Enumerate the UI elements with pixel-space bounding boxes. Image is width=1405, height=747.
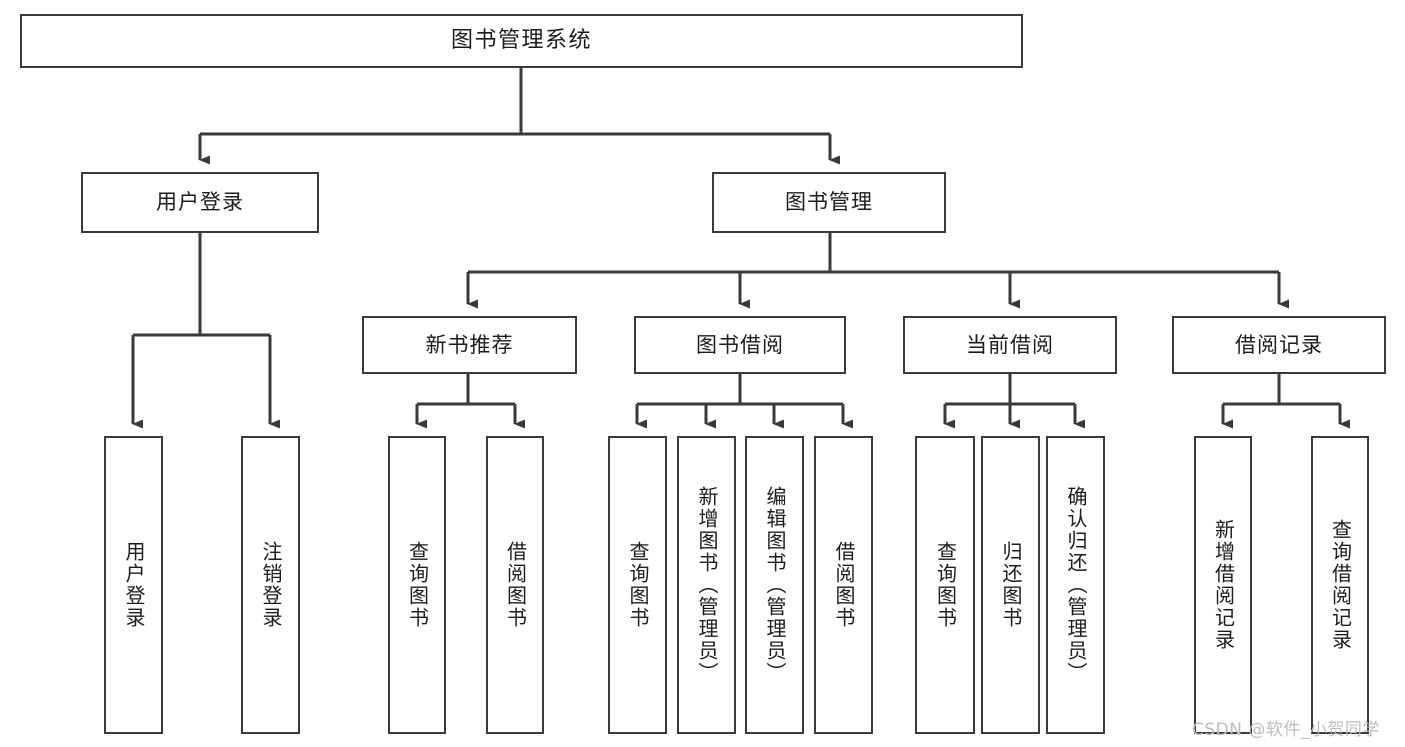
csdn-watermark: CSDN @软件_小贺同学 bbox=[1192, 720, 1380, 740]
leaf-book-borrow-edit-label: 编辑图书（管理员） bbox=[763, 486, 787, 684]
leaf-borrow-record-add-label: 新增借阅记录 bbox=[1211, 519, 1236, 651]
leaf-current-borrow-confirm-label: 确认归还（管理员） bbox=[1064, 486, 1088, 684]
leaf-new-book-borrow-label: 借阅图书 bbox=[503, 541, 528, 629]
node-book-management[interactable]: 图书管理 bbox=[712, 172, 946, 233]
leaf-current-borrow-return-label: 归还图书 bbox=[999, 541, 1023, 629]
node-borrow-record[interactable]: 借阅记录 bbox=[1172, 316, 1386, 374]
leaf-new-book-query-label: 查询图书 bbox=[405, 541, 430, 629]
leaf-new-book-query[interactable]: 查询图书 bbox=[388, 436, 446, 734]
node-new-book-recommend[interactable]: 新书推荐 bbox=[362, 316, 577, 374]
leaf-book-borrow-borrow-label: 借阅图书 bbox=[832, 541, 856, 629]
node-current-borrow-label: 当前借阅 bbox=[966, 332, 1054, 357]
leaf-user-login-login[interactable]: 用户登录 bbox=[104, 436, 163, 734]
leaf-borrow-record-add[interactable]: 新增借阅记录 bbox=[1194, 436, 1252, 734]
leaf-borrow-record-query-label: 查询借阅记录 bbox=[1328, 519, 1353, 651]
node-current-borrow[interactable]: 当前借阅 bbox=[903, 316, 1117, 374]
leaf-book-borrow-edit[interactable]: 编辑图书（管理员） bbox=[745, 436, 804, 734]
node-new-book-recommend-label: 新书推荐 bbox=[425, 332, 514, 357]
leaf-book-borrow-query-label: 查询图书 bbox=[626, 541, 650, 629]
node-book-borrow[interactable]: 图书借阅 bbox=[634, 316, 846, 374]
leaf-current-borrow-confirm[interactable]: 确认归还（管理员） bbox=[1046, 436, 1105, 734]
node-book-management-label: 图书管理 bbox=[785, 190, 873, 215]
node-borrow-record-label: 借阅记录 bbox=[1235, 332, 1323, 357]
leaf-book-borrow-add-label: 新增图书（管理员） bbox=[695, 486, 719, 684]
leaf-current-borrow-query[interactable]: 查询图书 bbox=[915, 436, 975, 734]
leaf-current-borrow-query-label: 查询图书 bbox=[933, 541, 958, 629]
node-root-system[interactable]: 图书管理系统 bbox=[20, 14, 1023, 68]
leaf-book-borrow-borrow[interactable]: 借阅图书 bbox=[814, 436, 873, 734]
leaf-book-borrow-query[interactable]: 查询图书 bbox=[608, 436, 667, 734]
node-root-system-label: 图书管理系统 bbox=[450, 28, 592, 54]
leaf-new-book-borrow[interactable]: 借阅图书 bbox=[486, 436, 544, 734]
leaf-user-login-logout[interactable]: 注销登录 bbox=[241, 436, 300, 734]
leaf-user-login-login-label: 用户登录 bbox=[122, 541, 146, 629]
leaf-current-borrow-return[interactable]: 归还图书 bbox=[981, 436, 1040, 734]
node-book-borrow-label: 图书借阅 bbox=[696, 332, 784, 357]
node-user-login-label: 用户登录 bbox=[156, 190, 244, 215]
node-user-login[interactable]: 用户登录 bbox=[81, 172, 319, 233]
leaf-borrow-record-query[interactable]: 查询借阅记录 bbox=[1311, 436, 1369, 734]
leaf-book-borrow-add[interactable]: 新增图书（管理员） bbox=[677, 436, 736, 734]
leaf-user-login-logout-label: 注销登录 bbox=[259, 541, 283, 629]
